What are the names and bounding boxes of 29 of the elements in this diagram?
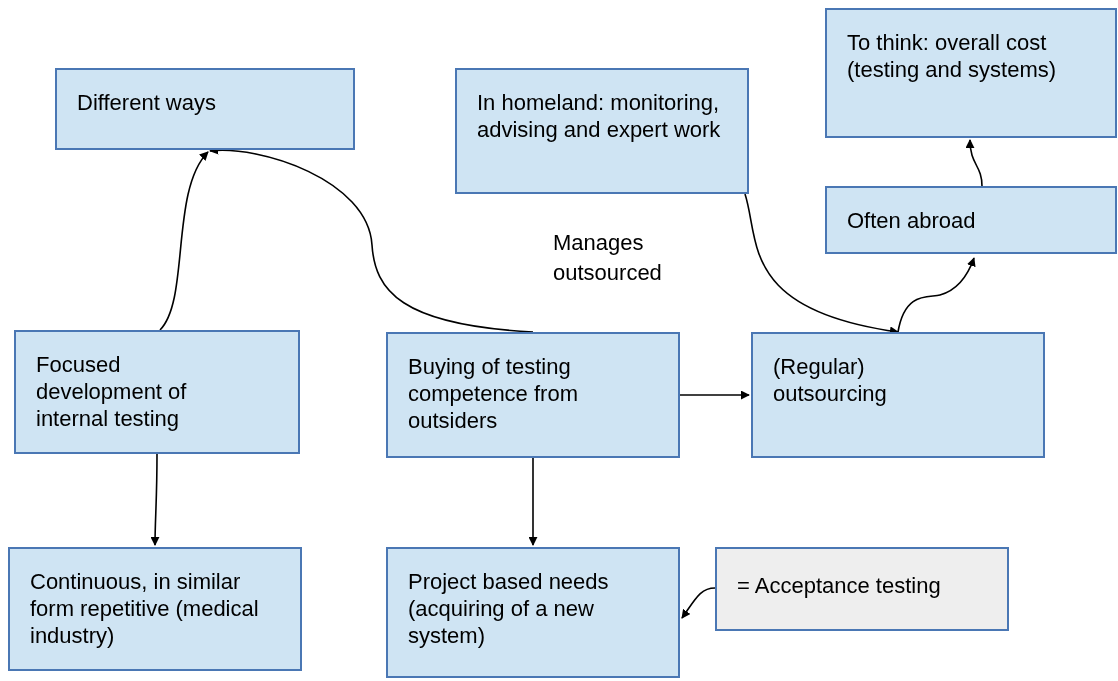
process-box [14, 330, 300, 454]
box-text: (Regular) outsourcing [773, 354, 888, 408]
process-box [386, 332, 680, 458]
box-text: Different ways [77, 90, 217, 117]
box-text: Project based needs (acquiring of a new system) [408, 569, 610, 650]
process-box [825, 8, 1117, 138]
arrow [965, 139, 983, 187]
box-text: Buying of testing competence from outsiders [408, 354, 579, 435]
arrow [744, 193, 899, 335]
box-text: To think: overall cost (testing and systems) [847, 30, 1058, 84]
arrow [159, 151, 209, 331]
process-box [455, 68, 749, 194]
process-box [8, 547, 302, 671]
note-box [715, 547, 1009, 631]
process-box [386, 547, 680, 678]
box-text: Focused development of internal testing [36, 352, 188, 433]
arrow [679, 390, 750, 400]
box-text: In homeland: monitoring, advising and expert work [477, 90, 722, 144]
annotation-text: Manages outsourced [553, 229, 663, 287]
box-text: Often abroad [847, 208, 977, 235]
arrow [528, 457, 538, 546]
box-text: Continuous, in similar form repetitive (medical industry) [30, 569, 260, 650]
process-box [825, 186, 1117, 254]
arrow [150, 453, 160, 546]
box-text: = Acceptance testing [737, 573, 942, 600]
arrow [681, 587, 716, 619]
process-box [55, 68, 355, 150]
arrow [897, 257, 976, 333]
process-box [751, 332, 1045, 458]
